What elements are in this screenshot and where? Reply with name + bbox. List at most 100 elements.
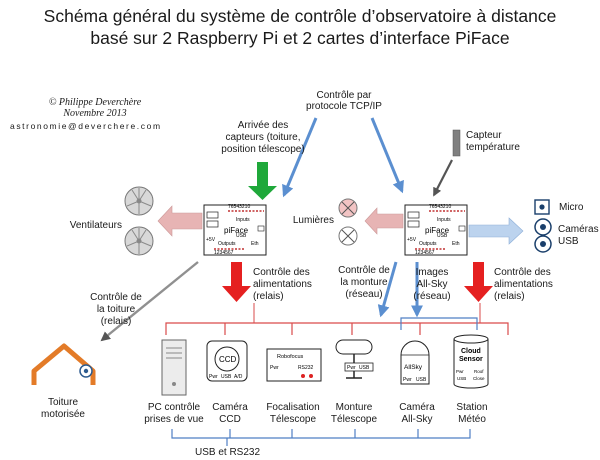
sensor-input-arrow bbox=[248, 162, 277, 200]
mount-device-line1: Monture bbox=[335, 402, 373, 413]
fans-output-arrow bbox=[157, 205, 203, 237]
allsky-images-line3: (réseau) bbox=[413, 291, 451, 302]
cameras-input-arrow bbox=[468, 217, 524, 245]
camera-usb-icon-bottom bbox=[534, 235, 552, 253]
meteo-device-line1: Station bbox=[456, 402, 488, 413]
cloud-sensor-line1: Cloud bbox=[461, 348, 481, 355]
motorized-roof-icon bbox=[31, 343, 96, 385]
piface-left-outputs: Outputs bbox=[218, 241, 236, 247]
ccd-ad: A/D bbox=[234, 374, 243, 380]
lamp-icon-bottom bbox=[338, 226, 358, 246]
ccd-device-line1: Caméra bbox=[212, 402, 248, 413]
power-right-line3: (relais) bbox=[494, 291, 525, 302]
mount-network-arrow bbox=[377, 261, 398, 318]
lamp-icon-top bbox=[338, 198, 358, 218]
piface-left-inputs: Inputs bbox=[236, 217, 250, 223]
allsky-images-line2: All-Sky bbox=[416, 279, 448, 290]
telescope-mount-icon: Pwr USB bbox=[335, 339, 374, 379]
roof-device-line1: Toiture bbox=[47, 397, 78, 408]
temp-label-line1: Capteur bbox=[466, 130, 502, 141]
mount-usb: USB bbox=[359, 365, 370, 371]
diagram-title-line2: basé sur 2 Raspberry Pi et 2 cartes d’in… bbox=[90, 28, 510, 48]
ccd-usb: USB bbox=[221, 374, 232, 380]
power-right-line2: alimentations bbox=[494, 279, 553, 290]
allsky-device-line1: Caméra bbox=[399, 402, 435, 413]
cameras-label-line2: USB bbox=[558, 236, 579, 247]
sensors-label-line2: capteurs (toiture, bbox=[225, 132, 301, 143]
allsky-device-line2: All-Sky bbox=[401, 414, 433, 425]
ccd-camera-icon: CCD Pwr USB A/D bbox=[206, 340, 248, 382]
usb-rs232-label: USB et RS232 bbox=[195, 447, 261, 458]
roof-ctrl-line1: Contrôle de bbox=[90, 292, 142, 303]
robofocus-icon: Robofocus Pwr RS232 bbox=[266, 348, 322, 382]
lamps-output-arrow bbox=[364, 207, 404, 235]
mount-ctrl-line1: Contrôle de bbox=[338, 265, 390, 276]
ccd-device-line2: CCD bbox=[219, 414, 241, 425]
piface-right-name: piFace bbox=[425, 226, 450, 235]
fans-label: Ventilateurs bbox=[69, 220, 122, 231]
fan-icon-bottom bbox=[124, 226, 154, 256]
relay-power-bracket bbox=[165, 322, 509, 335]
micro-label: Micro bbox=[559, 202, 584, 213]
roof-device-line2: motorisée bbox=[41, 409, 85, 420]
tcp-label-line2: protocole TCP/IP bbox=[306, 101, 382, 112]
tcp-label-line1: Contrôle par bbox=[316, 90, 372, 101]
mount-device-line2: Télescope bbox=[330, 414, 378, 425]
focus-device-line2: Télescope bbox=[269, 414, 317, 425]
robofocus-rs232: RS232 bbox=[298, 365, 314, 371]
robofocus-pwr: Pwr bbox=[270, 365, 279, 371]
lights-label: Lumières bbox=[292, 215, 334, 226]
power-right-line1: Contrôle des bbox=[494, 267, 551, 278]
piface-board-left: 76543210 Inputs piFace USB +5V Outputs E… bbox=[203, 204, 267, 256]
fan-icon-top bbox=[124, 186, 154, 216]
mount-ctrl-line2: la monture bbox=[340, 277, 388, 288]
pc-device-line1: PC contrôle bbox=[147, 402, 201, 413]
robofocus-label: Robofocus bbox=[277, 354, 304, 360]
sensors-label-line1: Arrivée des bbox=[237, 120, 289, 131]
power-left-line3: (relais) bbox=[253, 291, 284, 302]
pc-tower-icon bbox=[161, 339, 187, 396]
piface-right-pins-top: 76543210 bbox=[429, 204, 451, 210]
cloud-sensor-icon: Cloud Sensor Pwr Roof USB Close bbox=[453, 334, 489, 389]
mount-ctrl-line3: (réseau) bbox=[345, 289, 383, 300]
piface-board-right: 76543210 Inputs piFace USB +5V Outputs E… bbox=[404, 204, 468, 256]
cloud-pwr: Pwr bbox=[456, 369, 464, 374]
allsky-images-line1: Images bbox=[415, 267, 449, 278]
roof-ctrl-line2: la toiture bbox=[96, 304, 136, 315]
piface-left-usb: USB bbox=[236, 233, 247, 239]
ccd-label: CCD bbox=[219, 355, 237, 364]
credit-email: astronomie@deverchere.com bbox=[10, 121, 162, 131]
temperature-sensor-icon bbox=[452, 129, 461, 157]
ccd-pwr: Pwr bbox=[209, 374, 218, 380]
usb-rs232-bus bbox=[171, 429, 471, 439]
focus-device-line1: Focalisation bbox=[266, 402, 320, 413]
diagram-title-line1: Schéma général du système de contrôle d’… bbox=[43, 6, 557, 26]
piface-left-eth: Eth bbox=[251, 241, 259, 247]
piface-left-5v: +5V bbox=[206, 237, 216, 243]
allsky-camera-icon: AllSky Pwr USB bbox=[400, 340, 430, 385]
network-bracket bbox=[400, 317, 478, 330]
tcp-arrow-left bbox=[282, 117, 318, 198]
temp-label-line2: température bbox=[466, 142, 520, 153]
micro-icon bbox=[534, 199, 550, 215]
tcp-arrow-right bbox=[370, 117, 404, 194]
credit-date: Novembre 2013 bbox=[63, 108, 127, 119]
power-arrow-right bbox=[464, 262, 493, 302]
credit-author: © Philippe Deverchère bbox=[48, 97, 142, 108]
piface-right-usb: USB bbox=[437, 233, 448, 239]
cloud-close: Close bbox=[473, 376, 485, 381]
cameras-label-line1: Caméras bbox=[558, 224, 599, 235]
cloud-usb: USB bbox=[457, 376, 466, 381]
allsky-pwr: Pwr bbox=[403, 377, 412, 383]
camera-usb-icon-top bbox=[534, 218, 552, 236]
power-arrow-left bbox=[222, 262, 251, 302]
piface-left-pins-bottom: 1234567 bbox=[214, 250, 234, 256]
piface-right-outputs: Outputs bbox=[419, 241, 437, 247]
piface-left-pins-top: 76543210 bbox=[228, 204, 250, 210]
roof-control-arrow bbox=[100, 261, 199, 342]
piface-right-eth: Eth bbox=[452, 241, 460, 247]
temperature-arrow bbox=[433, 159, 453, 197]
allsky-label: AllSky bbox=[404, 364, 423, 371]
